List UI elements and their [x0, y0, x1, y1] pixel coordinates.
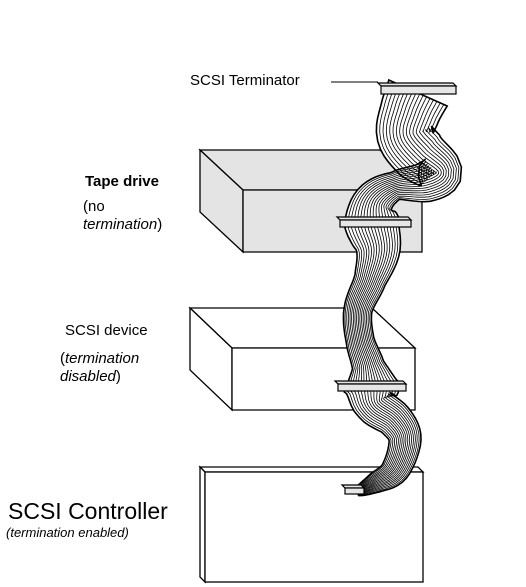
- ribbon-cable-wire: [346, 82, 429, 490]
- ribbon-cable-wire: [358, 104, 460, 496]
- ribbon-cable-wire: [344, 81, 427, 490]
- controller-side-edge: [199, 465, 206, 584]
- scsi-note-disabled: disabled: [60, 368, 116, 385]
- ribbon-cable-wire: [357, 96, 447, 494]
- tape-note-termination: termination: [83, 216, 158, 233]
- tape-note-close: ): [157, 216, 163, 233]
- scsi-note-close: ): [115, 368, 121, 385]
- scsi-note-termination: termination: [65, 350, 140, 367]
- scsi-device-connector: [333, 380, 408, 392]
- ribbon-cable-wire: [358, 102, 457, 496]
- ribbon-cable-wire: [357, 99, 452, 495]
- ribbon-cable-wire: [357, 98, 450, 494]
- ribbon-cable-wire: [356, 92, 440, 493]
- ribbon-cable-wire: [347, 84, 430, 490]
- controller-connector: [340, 484, 366, 495]
- ribbon-cable-wire: [349, 85, 432, 491]
- ribbon-cable-wire: [342, 79, 426, 489]
- scsi-controller-card: [198, 465, 425, 584]
- ribbon-cable-wire: [356, 93, 442, 493]
- terminator-label: SCSI Terminator: [190, 72, 300, 89]
- ribbon-cable: [342, 78, 463, 497]
- tape-drive-label: Tape drive: [85, 173, 159, 190]
- ribbon-cable-wire: [357, 95, 445, 493]
- ribbon-cable-wire: [358, 105, 462, 496]
- scsi-note-open: (: [60, 350, 65, 367]
- connectors: [333, 82, 458, 495]
- tape-drive-connector: [335, 216, 413, 228]
- tape-note-open: (no: [83, 198, 105, 215]
- scsi-controller-termination-note: (termination enabled): [6, 525, 129, 540]
- terminator-connector: [376, 82, 458, 95]
- scsi-device-label: SCSI device: [65, 322, 148, 339]
- ribbon-cable-wire: [358, 101, 455, 495]
- ribbon-cable-wire: [352, 89, 435, 492]
- scsi-controller-label: SCSI Controller: [8, 498, 168, 524]
- ribbon-cable-wire: [354, 90, 437, 492]
